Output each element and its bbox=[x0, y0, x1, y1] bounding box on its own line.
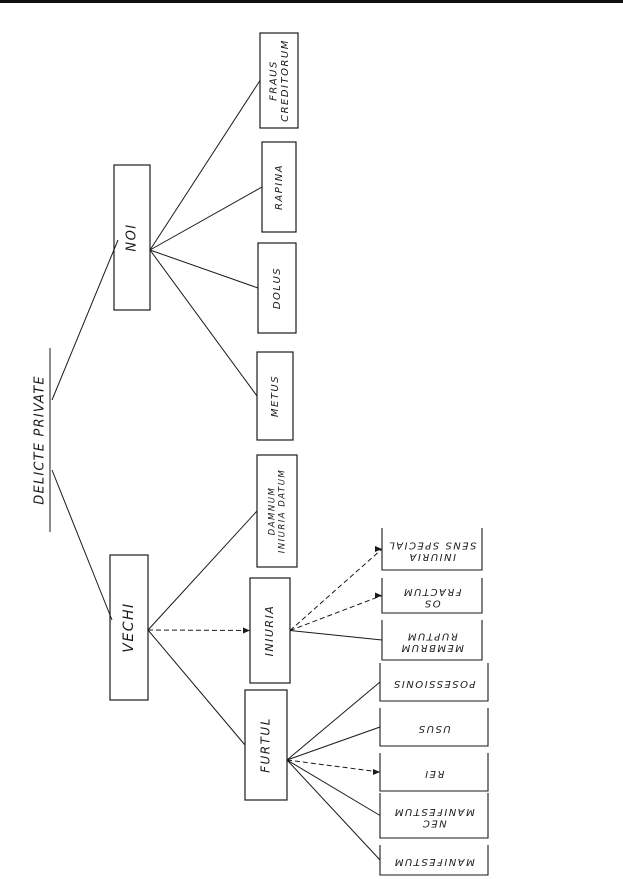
node-label: FRAUS bbox=[268, 60, 279, 101]
arrow-head-iniuria-sens-special bbox=[375, 546, 382, 552]
edge-iniuria-os-fractum bbox=[289, 595, 383, 631]
leaf-node-dolus: DOLUS bbox=[257, 242, 297, 334]
node-label: OS bbox=[423, 597, 440, 608]
node-label: USUS bbox=[417, 723, 450, 734]
leaf-node-rapina: RAPINA bbox=[261, 141, 297, 233]
group-node-noi: NOI bbox=[113, 164, 151, 311]
edge-noi-rapina bbox=[149, 186, 263, 251]
node-label: INIURIA bbox=[263, 605, 276, 657]
node-box bbox=[109, 554, 149, 701]
group-node-vechi: VECHI bbox=[109, 554, 149, 701]
arrow-head-rei bbox=[373, 769, 380, 775]
node-box bbox=[256, 454, 298, 568]
node-label: REI bbox=[424, 768, 445, 779]
edge-root-noi bbox=[51, 239, 119, 401]
node-box bbox=[261, 141, 297, 233]
edge-iniuria-membrum-ruptum bbox=[289, 630, 383, 641]
node-label: INIURIA DATUM bbox=[277, 469, 287, 554]
node-box bbox=[113, 164, 151, 311]
node-label: RUPTUM bbox=[406, 630, 457, 641]
edge-vechi-furtul bbox=[147, 629, 246, 746]
root-label: DELICTE PRIVATE bbox=[33, 375, 48, 504]
node-box bbox=[379, 708, 489, 747]
root-node: DELICTE PRIVATE bbox=[33, 348, 51, 532]
node-box bbox=[381, 620, 483, 661]
edge-furtul-manifestum bbox=[286, 759, 381, 861]
branch-node-furtul: FURTUL bbox=[244, 689, 288, 801]
node-label: FURTUL bbox=[259, 717, 273, 773]
edge-furtul-posessionis bbox=[286, 681, 381, 761]
edge-vechi-iniuria bbox=[147, 629, 251, 631]
node-label: NOI bbox=[125, 223, 140, 251]
node-box bbox=[381, 578, 483, 614]
sub-node-manifestum: MANIFESTUM bbox=[379, 845, 489, 876]
node-label: CREDITORUM bbox=[280, 39, 291, 122]
node-label: INIURIA bbox=[408, 551, 456, 562]
node-label: VECHI bbox=[121, 602, 137, 652]
node-label: MANIFESTUM bbox=[393, 856, 474, 867]
sub-node-usus: USUS bbox=[379, 708, 489, 747]
node-box bbox=[259, 32, 299, 129]
edge-iniuria-iniuria-sens-special bbox=[289, 548, 383, 631]
node-box bbox=[379, 663, 489, 702]
node-box bbox=[256, 351, 294, 441]
arrow-head-iniuria bbox=[243, 627, 250, 634]
node-box bbox=[381, 528, 483, 571]
node-box bbox=[249, 577, 291, 684]
edge-furtul-usus bbox=[286, 726, 381, 761]
edge-noi-metus bbox=[149, 249, 258, 397]
edge-noi-fraus-creditorum bbox=[149, 80, 261, 251]
edge-furtul-rei bbox=[286, 759, 381, 773]
leaf-node-metus: METUS bbox=[256, 351, 294, 441]
top-border-line bbox=[0, 0, 623, 3]
edge-vechi-damnum-iniuria-datum bbox=[147, 510, 258, 631]
node-label: NEC bbox=[421, 817, 446, 828]
branch-node-iniuria: INIURIA bbox=[249, 577, 291, 684]
node-box bbox=[244, 689, 288, 801]
node-label: RAPINA bbox=[274, 164, 285, 210]
node-label: MEMBRUM bbox=[400, 642, 464, 653]
node-label: SENS SPECIAL bbox=[388, 539, 477, 550]
sub-node-rei: REI bbox=[379, 753, 489, 792]
node-label: MANIFESTUM bbox=[393, 806, 474, 817]
sub-node-posessionis: POSESSIONIS bbox=[379, 663, 489, 702]
node-label: POSESSIONIS bbox=[392, 678, 475, 689]
node-label: FRACTUM bbox=[402, 586, 461, 597]
edge-furtul-nec-manifestum bbox=[286, 759, 381, 816]
node-label: METUS bbox=[270, 375, 281, 417]
node-box bbox=[257, 242, 297, 334]
node-label: DAMNUM bbox=[268, 487, 278, 536]
arrow-head-os-fractum bbox=[375, 592, 382, 599]
node-box bbox=[379, 845, 489, 876]
node-box bbox=[379, 753, 489, 792]
connector-lines bbox=[51, 80, 383, 861]
node-box bbox=[379, 793, 489, 839]
edge-noi-dolus bbox=[149, 249, 259, 289]
node-label: DOLUS bbox=[272, 267, 283, 309]
edge-root-vechi bbox=[51, 469, 113, 621]
